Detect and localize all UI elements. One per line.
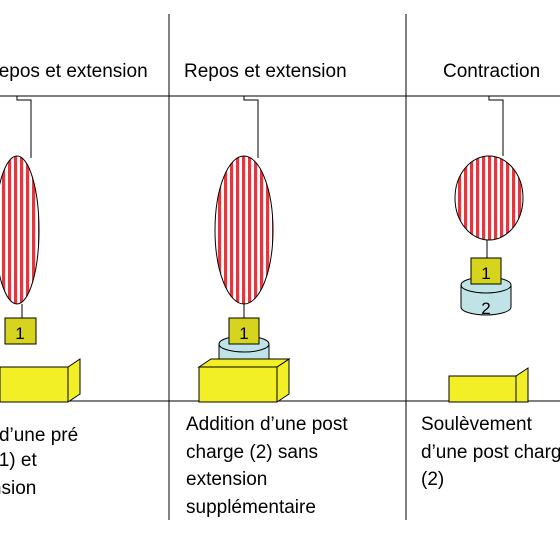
panel-1-caption-line-2: charge (1) et [0,450,37,471]
panel-3-weight-2-label: 2 [481,299,490,318]
muscle-stripe [230,156,234,304]
panel-3-support-block [448,367,529,403]
muscle-stripe [470,156,474,240]
muscle-stripe [524,150,527,245]
panel-1-support-block [0,358,81,403]
muscle-stripe [236,156,240,304]
panel-3-muscle [454,150,527,245]
panel-3-caption-line-1: Soulèvement [421,414,533,435]
panel-3-caption-line-2: d’une post charge [421,442,560,463]
muscle-stripe [8,156,12,304]
muscle-stripe [488,156,492,240]
muscle-stripe [254,156,258,304]
panel-2-weight-1: 1 [228,317,260,345]
muscle-stripe [14,156,18,304]
panel-1-caption-line-1: Addition d’une pré [0,425,78,446]
panel-3-header: Contraction [443,61,540,82]
panel-1-illustration: 1 [0,96,81,403]
muscle-stripe [482,156,486,240]
panel-2-caption-line-2: charge (2) sans [186,442,318,463]
panel-3-weight-1: 1 [470,257,502,285]
muscle-stripe [494,156,498,240]
muscle-stripe [266,156,270,304]
panel-1-caption-line-3: extension [0,478,36,499]
muscle-stripe [242,156,246,304]
muscle-stripe [464,156,468,240]
panel-1-muscle [0,155,40,305]
muscle-stripe [32,156,36,304]
muscle-stripe [476,156,480,240]
muscle-stripe [26,156,30,304]
panel-3-caption: Soulèvement d’une post charge (2) [421,414,560,490]
panel-1-weight-1: 1 [4,317,37,345]
panel-2-suspension-wire [243,96,259,158]
panel-2-illustration: 2 1 [197,96,291,403]
muscle-stripe [260,156,264,304]
muscle-stripe [248,156,252,304]
panel-1-suspension-wire [16,96,32,158]
panel-1-caption: Addition d’une pré charge (1) et extensi… [0,425,78,499]
panel-3-suspension-wire [488,96,504,156]
muscle-stripe [224,156,228,304]
muscle-stripe [512,156,516,240]
panel-2-muscle [214,155,274,305]
panel-2-support-block [197,358,291,403]
muscle-stripe [2,156,6,304]
panel-3-illustration: 2 1 [448,96,529,403]
muscle-stripe [272,156,273,304]
panel-2-weight-1-label: 1 [239,324,248,343]
muscle-stripe [518,156,522,240]
panel-3-caption-line-3: (2) [421,469,444,490]
panel-1-weight-1-label: 1 [15,324,24,343]
muscle-stripe [20,156,24,304]
muscle-stripe [506,156,510,240]
muscle-stripe [458,156,462,240]
panel-2-caption-line-4: supplémentaire [186,497,316,518]
panel-2-caption-line-3: extension [186,469,267,490]
muscle-stripe [38,156,39,304]
muscle-stripe [500,156,504,240]
panel-1-header: Repos et extension [0,61,148,82]
panel-2-caption: Addition d’une post charge (2) sans exte… [186,414,348,518]
muscle-stripe [218,156,222,304]
panel-2-caption-line-1: Addition d’une post [186,414,348,435]
panel-2-header: Repos et extension [184,61,347,82]
panel-3-weight-1-label: 1 [481,264,490,283]
